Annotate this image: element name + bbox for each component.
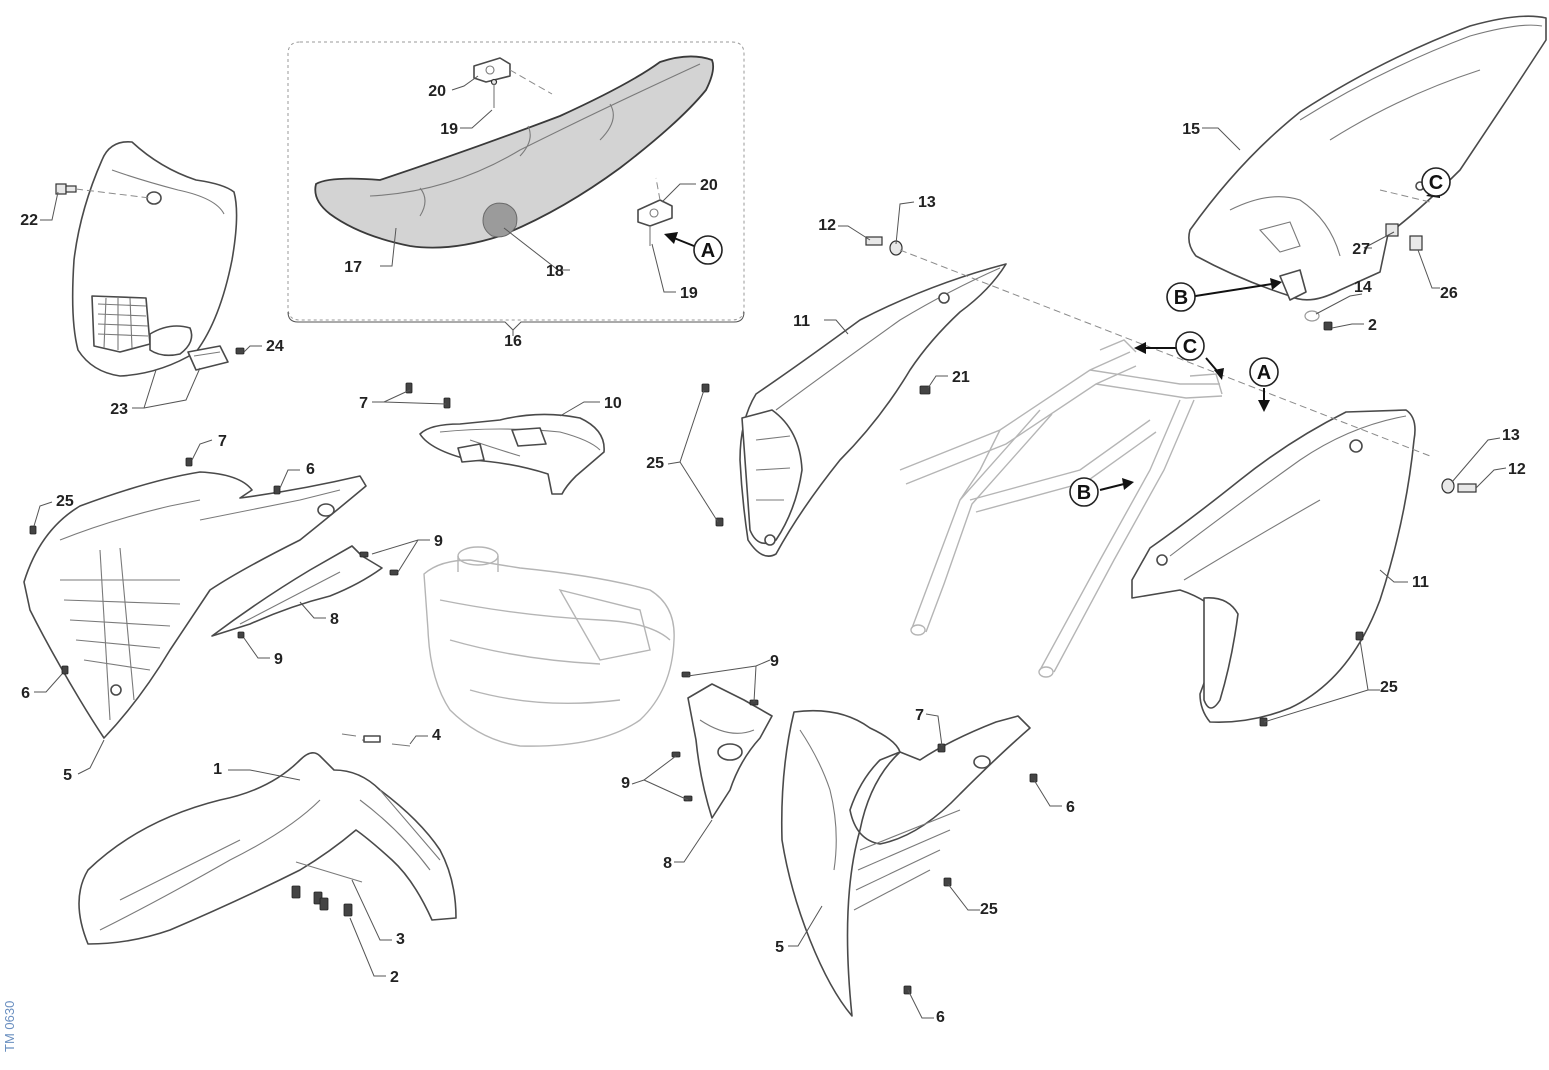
- seat-bracket-20-rear: [637, 177, 673, 246]
- ref-B-frame: B: [1077, 482, 1091, 504]
- diagram-code: TM 0630: [2, 1001, 17, 1052]
- callout-2-front: 2: [390, 969, 399, 986]
- reference-circles: [693, 167, 1451, 507]
- front-fender-1: [78, 752, 457, 945]
- callout-8-left: 8: [330, 611, 339, 628]
- bolt-12-left: [865, 236, 883, 246]
- callout-6-right-bottom: 6: [936, 1009, 945, 1026]
- dash-axis-rear: [1379, 189, 1431, 203]
- tank-cover-10: [419, 413, 605, 495]
- callout-11-right: 11: [1412, 574, 1429, 591]
- callout-19-rear: 19: [680, 285, 698, 302]
- callout-20-top: 20: [428, 83, 446, 100]
- bolt-27: [1385, 223, 1399, 237]
- seat-bracket-20-front: [473, 57, 553, 108]
- callout-13-right: 13: [1502, 427, 1520, 444]
- screw-24: [235, 347, 245, 355]
- light-bracket-23: [187, 345, 229, 371]
- callout-1: 1: [213, 761, 222, 778]
- screws-7-top: [405, 382, 451, 409]
- seat-17: [314, 55, 715, 249]
- number-plate: [71, 141, 238, 377]
- bolt-26: [1409, 235, 1423, 251]
- dash-axis-left-panel: [899, 249, 1431, 457]
- callout-23: 23: [110, 401, 128, 418]
- fender-nuts-4: [341, 733, 411, 747]
- callout-18: 18: [546, 263, 564, 280]
- callout-4: 4: [432, 727, 441, 744]
- side-panel-11-right: [1131, 409, 1416, 724]
- callout-17: 17: [344, 259, 362, 276]
- callout-9-left-top: 9: [434, 533, 443, 550]
- callout-14: 14: [1354, 279, 1372, 296]
- screw-21: [919, 385, 931, 395]
- fender-washers-3: [295, 861, 363, 883]
- callout-7-right: 7: [915, 707, 924, 724]
- callout-13-left: 13: [918, 194, 936, 211]
- callout-6-left-bottom: 6: [21, 685, 30, 702]
- callout-8-center: 8: [663, 855, 672, 872]
- ref-C-frame: C: [1183, 336, 1197, 358]
- callout-20-rear: 20: [700, 177, 718, 194]
- leader-lines: [33, 75, 1507, 1019]
- side-cover-8-right: [687, 683, 773, 819]
- callout-10: 10: [604, 395, 622, 412]
- washer-14: [1304, 310, 1320, 322]
- callout-2-rear: 2: [1368, 317, 1377, 334]
- callout-9-center-top: 9: [770, 653, 779, 670]
- bolt-12-right: [1457, 483, 1477, 493]
- callout-6-right-top: 6: [1066, 799, 1075, 816]
- washer-13-right: [1441, 478, 1455, 494]
- callout-12-right: 12: [1508, 461, 1526, 478]
- callout-27: 27: [1352, 241, 1370, 258]
- subframe: [899, 339, 1223, 678]
- callout-15: 15: [1182, 121, 1200, 138]
- callout-6-left-top: 6: [306, 461, 315, 478]
- callout-16: 16: [504, 333, 522, 350]
- side-panel-11-left: [739, 263, 1007, 557]
- seat-assembly-group-box: [287, 41, 745, 321]
- callout-25-right: 25: [1380, 679, 1398, 696]
- seat-patch-18: [482, 202, 518, 238]
- ref-A-frame: A: [1257, 362, 1271, 384]
- group-16-bracket: [287, 311, 745, 331]
- fuel-tank: [423, 546, 675, 747]
- callout-26: 26: [1440, 285, 1458, 302]
- ref-B-fender: B: [1174, 287, 1188, 309]
- callout-5-left: 5: [63, 767, 72, 784]
- callout-7-left: 7: [218, 433, 227, 450]
- callout-21: 21: [952, 369, 970, 386]
- callout-12-left: 12: [818, 217, 836, 234]
- screw-2-rear: [1323, 321, 1333, 331]
- side-cover-8-left: [211, 545, 383, 639]
- callout-9-center-bottom: 9: [621, 775, 630, 792]
- callout-19-top: 19: [440, 121, 458, 138]
- callout-25-left: 25: [56, 493, 74, 510]
- callout-11-left: 11: [793, 313, 810, 330]
- callout-9-left-bottom: 9: [274, 651, 283, 668]
- screw-markers: [29, 383, 1364, 995]
- radiator-shroud-5-left: [23, 471, 367, 739]
- ref-C-fender: C: [1429, 172, 1443, 194]
- ref-A-seat: A: [701, 240, 715, 262]
- callout-25-panel: 25: [646, 455, 664, 472]
- callout-25-right-bottom: 25: [980, 901, 998, 918]
- callout-5-right: 5: [775, 939, 784, 956]
- fender-screws-2: [291, 885, 353, 917]
- callout-3: 3: [396, 931, 405, 948]
- callout-22: 22: [20, 212, 38, 229]
- callout-7-top: 7: [359, 395, 368, 412]
- callout-24: 24: [266, 338, 284, 355]
- bolt-22: [55, 183, 151, 199]
- radiator-shroud-5-right: [780, 709, 1031, 1017]
